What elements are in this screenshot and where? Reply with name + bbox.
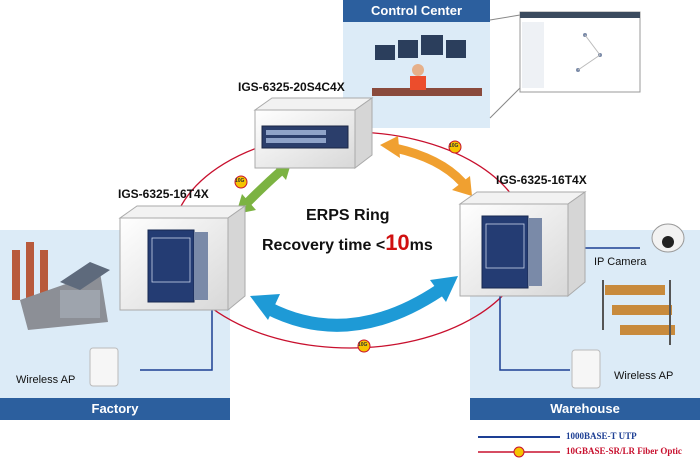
recovery-prefix: Recovery time <: [262, 237, 386, 254]
ip-camera-label: IP Camera: [594, 256, 647, 268]
switch-name-right: IGS-6325-16T4X: [496, 173, 587, 187]
legend-utp-text: 1000BASE-T UTP: [566, 431, 637, 441]
wireless-ap-icon-factory: [89, 347, 119, 387]
control-center-operator-icon: [372, 35, 482, 96]
link-badge-text-bottom: 10G: [358, 342, 368, 348]
legend-fiber-badge: [513, 446, 525, 458]
orange-arrow: [380, 136, 472, 196]
link-badge-text-top-right: 10G: [449, 143, 459, 149]
blue-arrow: [250, 276, 458, 332]
monitor-callout-line-2: [489, 87, 521, 119]
warehouse-label: Warehouse: [470, 398, 700, 420]
recovery-unit: ms: [409, 237, 433, 254]
factory-building-icon: [12, 242, 110, 330]
link-badge-top-left: [234, 175, 248, 189]
factory-utp-link: [140, 310, 213, 371]
monitor-screenshot-icon: [519, 11, 641, 93]
factory-label: Factory: [0, 398, 230, 420]
link-badge-top-right: [448, 140, 462, 154]
recovery-time-text: Recovery time <10ms: [262, 230, 433, 256]
recovery-value: 10: [385, 230, 410, 255]
warehouse-wireless-ap-label: Wireless AP: [614, 370, 674, 382]
legend-fiber-text: 10GBASE-SR/LR Fiber Optic: [566, 446, 682, 456]
link-badge-text-top-left: 10G: [235, 178, 245, 184]
factory-wireless-ap-label: Wireless AP: [16, 374, 76, 386]
control-center-label: Control Center: [343, 0, 490, 22]
switch-box-left: [118, 205, 247, 312]
monitor-callout-line: [489, 14, 521, 21]
switch-name-left: IGS-6325-16T4X: [118, 187, 209, 201]
warehouse-utp-link: [499, 290, 570, 371]
switch-box-top: [253, 97, 374, 170]
link-badge-bottom: [357, 339, 371, 353]
warehouse-shelves-icon: [602, 280, 675, 345]
switch-box-right: [458, 191, 587, 298]
wireless-ap-icon-warehouse: [571, 349, 601, 389]
ip-camera-icon: [651, 223, 685, 253]
erps-ring-title: ERPS Ring: [306, 207, 390, 224]
switch-name-top: IGS-6325-20S4C4X: [238, 80, 345, 94]
